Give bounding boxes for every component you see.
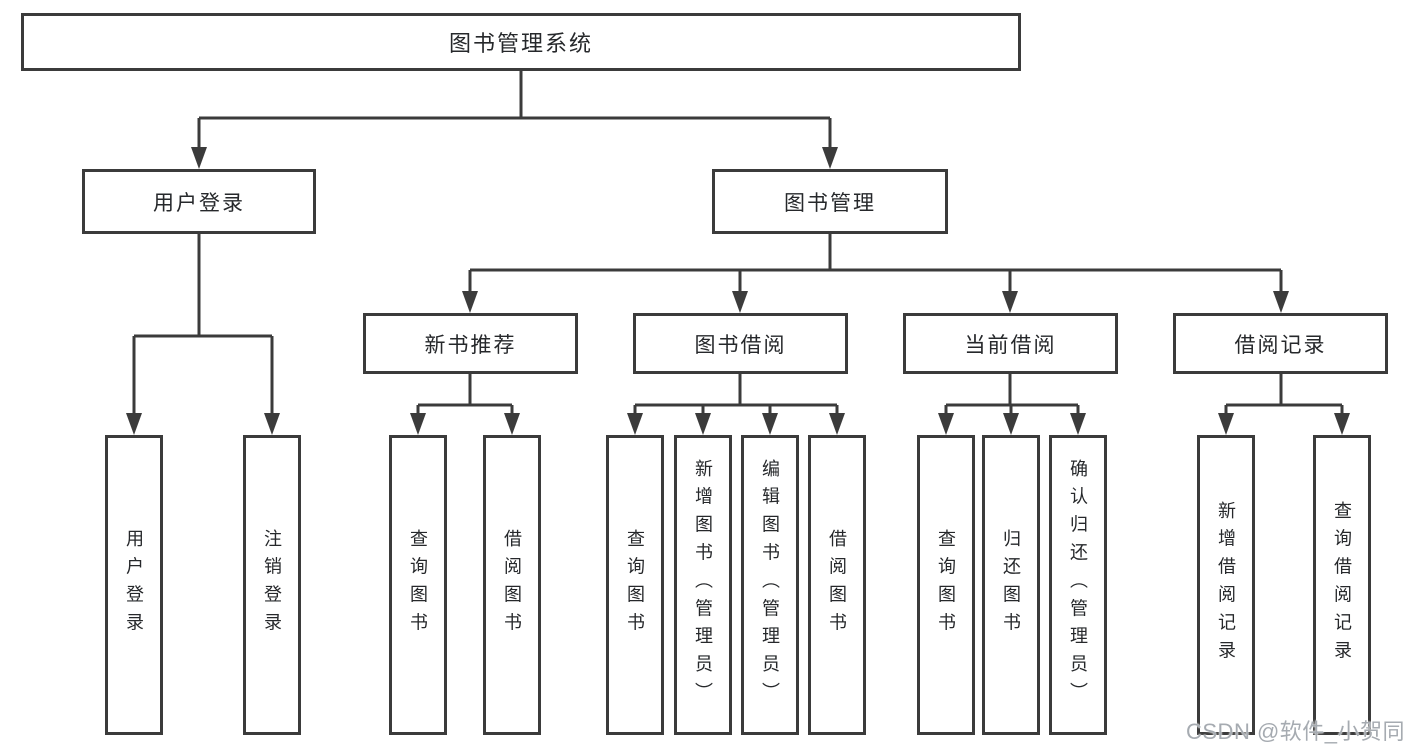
node-label: 新增借阅记录 bbox=[1216, 501, 1236, 669]
leaf-add-books-admin: 新增图书（管理员） bbox=[674, 435, 732, 735]
leaf-edit-books-admin: 编辑图书（管理员） bbox=[741, 435, 799, 735]
leaf-confirm-return-admin: 确认归还（管理员） bbox=[1049, 435, 1107, 735]
arrowheads bbox=[126, 147, 1350, 435]
node-label: 查询图书 bbox=[936, 529, 956, 641]
node-book-management: 图书管理 bbox=[712, 169, 948, 234]
node-label: 查询借阅记录 bbox=[1332, 501, 1352, 669]
leaf-query-borrow-record: 查询借阅记录 bbox=[1313, 435, 1371, 735]
node-label: 用户登录 bbox=[153, 191, 245, 215]
node-label: 借阅图书 bbox=[502, 529, 522, 641]
node-label: 注销登录 bbox=[262, 529, 282, 641]
node-user-login: 用户登录 bbox=[82, 169, 316, 234]
node-label: 借阅图书 bbox=[827, 529, 847, 641]
node-label: 新增图书（管理员） bbox=[693, 459, 713, 711]
node-library-management-system: 图书管理系统 bbox=[21, 13, 1021, 71]
node-borrowing-records: 借阅记录 bbox=[1173, 313, 1388, 374]
leaf-return-books: 归还图书 bbox=[982, 435, 1040, 735]
leaf-query-books-2: 查询图书 bbox=[606, 435, 664, 735]
node-label: 图书借阅 bbox=[694, 333, 787, 357]
node-label: 查询图书 bbox=[408, 529, 428, 641]
leaf-borrow-books: 借阅图书 bbox=[483, 435, 541, 735]
leaf-logout: 注销登录 bbox=[243, 435, 301, 735]
node-label: 图书管理 bbox=[784, 191, 876, 215]
node-label: 当前借阅 bbox=[964, 333, 1057, 357]
node-label: 用户登录 bbox=[124, 529, 144, 641]
leaf-add-borrow-record: 新增借阅记录 bbox=[1197, 435, 1255, 735]
node-book-borrowing: 图书借阅 bbox=[633, 313, 848, 374]
leaf-borrow-books-2: 借阅图书 bbox=[808, 435, 866, 735]
leaf-user-login: 用户登录 bbox=[105, 435, 163, 735]
node-label: 新书推荐 bbox=[424, 333, 517, 357]
leaf-query-books: 查询图书 bbox=[389, 435, 447, 735]
watermark: CSDN @软件_小贺同学 bbox=[1186, 719, 1405, 744]
node-label: 编辑图书（管理员） bbox=[760, 459, 780, 711]
node-label: 借阅记录 bbox=[1234, 333, 1327, 357]
node-label: 图书管理系统 bbox=[448, 31, 593, 56]
node-new-book-recommendation: 新书推荐 bbox=[363, 313, 578, 374]
node-label: 归还图书 bbox=[1001, 529, 1021, 641]
node-label: 查询图书 bbox=[625, 529, 645, 641]
leaf-query-books-3: 查询图书 bbox=[917, 435, 975, 735]
node-label: 确认归还（管理员） bbox=[1068, 459, 1088, 711]
node-current-borrowing: 当前借阅 bbox=[903, 313, 1118, 374]
